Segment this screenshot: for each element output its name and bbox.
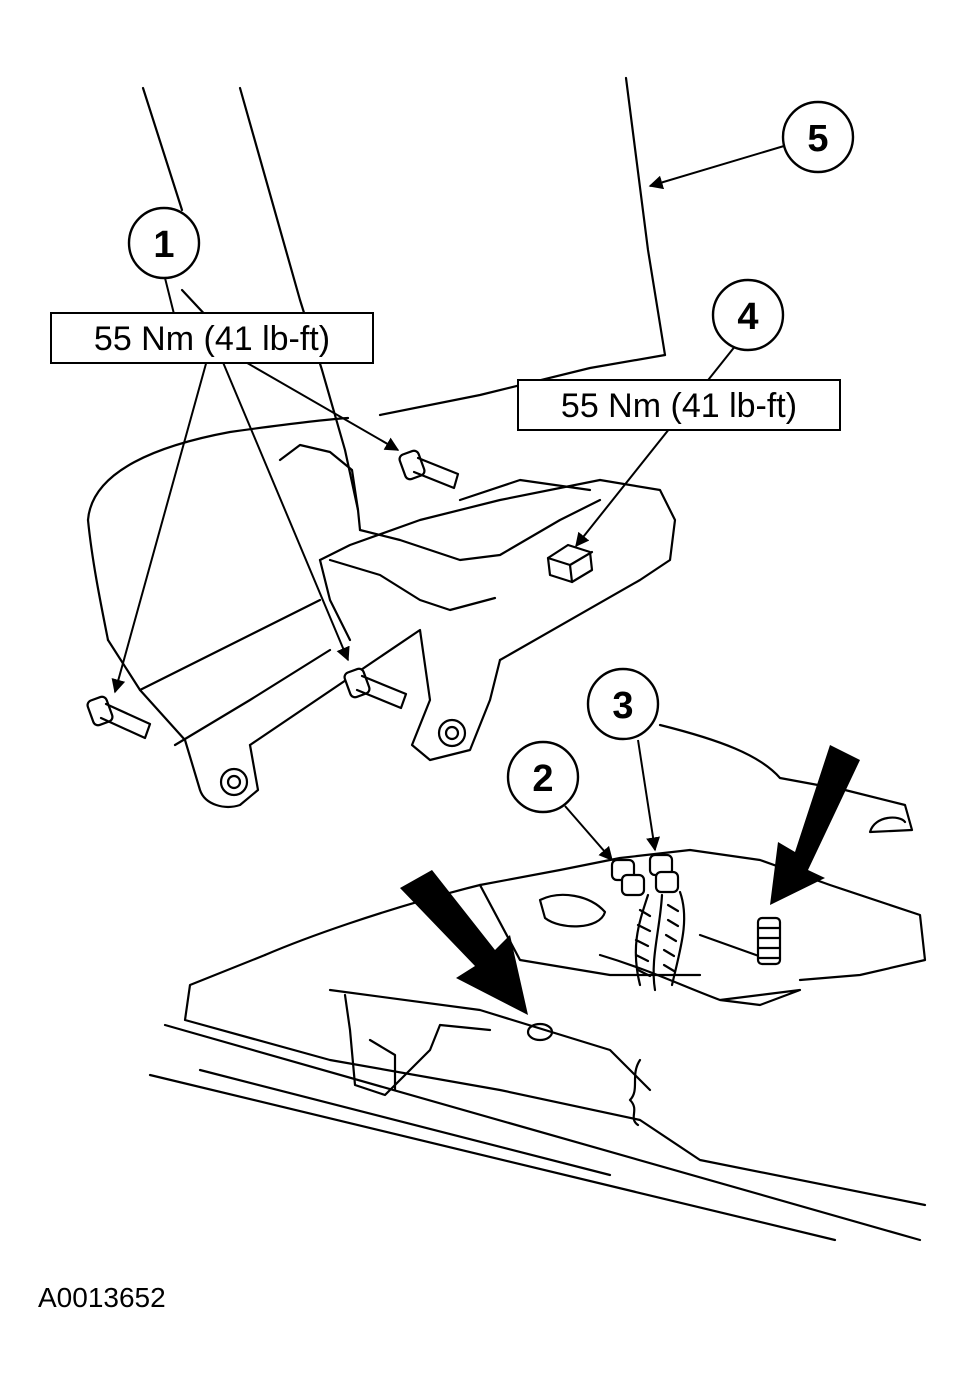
torque-label-left: 55 Nm (41 lb-ft) [50,312,374,364]
svg-text:1: 1 [153,224,174,266]
callout-2: 2 [506,740,580,814]
leader-3-to-connector [637,739,660,852]
column-bracket [86,416,677,808]
callout-1: 1 [127,206,201,280]
callout-3: 3 [586,667,660,741]
svg-text:3: 3 [612,685,633,727]
leader-1-to-torque-box [164,277,176,319]
steering-column-outline [141,76,667,512]
electrical-connectors [610,853,686,992]
bolt-upper-right [398,449,460,490]
svg-text:55 Nm (41 lb-ft): 55 Nm (41 lb-ft) [561,387,797,425]
leader-4-to-nut [575,339,741,548]
locating-arrow-right [770,745,860,905]
bolt-lower-left [86,695,152,740]
callout-4: 4 [711,278,785,352]
svg-text:2: 2 [532,758,553,800]
svg-text:5: 5 [807,118,828,160]
figure-id: A0013652 [38,1282,166,1313]
locating-arrow-left [400,870,528,1015]
support-structure [148,723,927,1242]
torque-label-right: 55 Nm (41 lb-ft) [517,379,841,431]
leader-5-to-column [648,145,785,190]
leader-torque-to-bolt-middle [221,359,350,662]
leader-torque-to-bolt-right [241,359,400,451]
svg-text:4: 4 [737,296,758,338]
callout-5: 5 [781,100,855,174]
leader-torque-to-bolt-left [111,359,208,694]
leader-2-to-connector [564,805,613,862]
bolt-middle [343,667,408,710]
svg-text:55 Nm (41 lb-ft): 55 Nm (41 lb-ft) [94,320,330,358]
leader-lines [111,145,785,862]
